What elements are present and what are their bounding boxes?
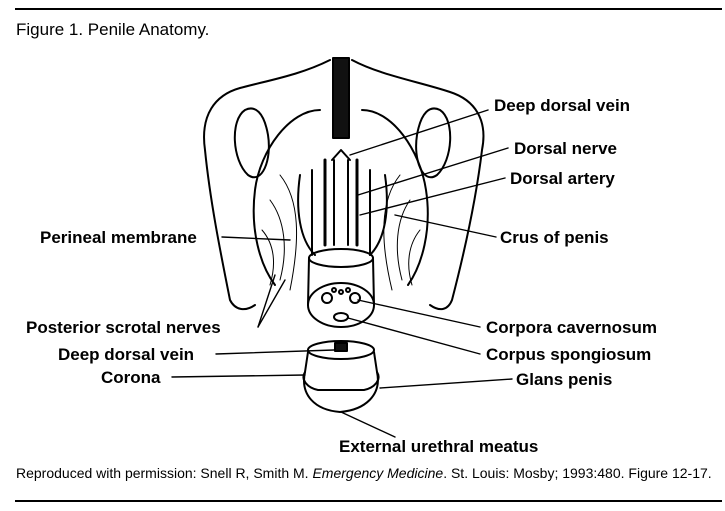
spongiosum [333,312,349,322]
leader-corpora-cavernosum [357,299,481,328]
label-crus-of-penis: Crus of penis [500,228,609,247]
leader-posterior-scrotal-1 [257,274,276,328]
left-inner-outline [252,109,321,286]
leader-deep-dorsal-vein-top [349,109,489,156]
credit-line: Reproduced with permission: Snell R, Smi… [16,465,712,481]
bottom-rule [15,500,722,502]
left-crus [297,174,316,256]
dot-1 [338,289,344,295]
shaft-top-ellipse [308,248,374,268]
cross-section [307,282,375,328]
leader-glans [379,378,513,389]
label-deep-dorsal-vein-top: Deep dorsal vein [494,96,631,115]
right-crus [369,174,388,256]
leader-perineal-membrane [221,236,291,241]
pubic-symphysis [332,57,350,139]
credit-prefix: Reproduced with permission: Snell R, Smi… [16,465,313,481]
credit-suffix: . St. Louis: Mosby; 1993:480. Figure 12-… [443,465,712,481]
label-external-urethral-meatus: External urethral meatus [339,437,539,456]
dot-3 [345,287,351,293]
right-pelvic-outline [351,59,485,311]
credit-journal: Emergency Medicine [312,465,444,481]
deep-dorsal-vein-top-shape [331,149,351,161]
label-deep-dorsal-vein-bottom: Deep dorsal vein [58,345,195,364]
cavernosum-left [321,292,333,304]
glans-top [307,340,375,360]
cavernosum-right [349,292,361,304]
dot-2 [331,287,337,293]
glans-body [303,371,379,413]
label-dorsal-artery: Dorsal artery [510,169,615,188]
leader-corpus-spongiosum [347,317,481,355]
label-dorsal-nerve: Dorsal nerve [514,139,617,158]
label-corona: Corona [101,368,161,387]
shaft-cylinder-left [307,257,310,306]
leader-meatus [340,411,396,438]
leader-dorsal-artery [359,177,506,216]
right-inner-outline [361,109,429,286]
leader-deep-dorsal-vein-bottom [215,349,335,355]
corona-ridge [302,351,380,391]
leader-crus [394,214,497,238]
leader-posterior-scrotal-2 [257,279,286,328]
leader-corona [171,374,306,378]
figure-title: Figure 1. Penile Anatomy. [16,20,210,39]
right-obturator [415,107,452,179]
left-pelvic-outline [203,59,331,311]
label-posterior-scrotal-nerves: Posterior scrotal nerves [26,318,221,337]
label-corpora-cavernosum: Corpora cavernosum [486,318,657,337]
leader-dorsal-nerve [357,147,509,196]
shaft-cylinder-right [372,257,375,306]
label-glans-penis: Glans penis [516,370,613,389]
left-membrane [261,174,298,291]
glans-dorsal-vein [334,342,348,352]
left-obturator [233,107,270,179]
label-perineal-membrane: Perineal membrane [40,228,197,247]
top-rule [15,8,722,10]
label-corpus-spongiosum: Corpus spongiosum [486,345,652,364]
